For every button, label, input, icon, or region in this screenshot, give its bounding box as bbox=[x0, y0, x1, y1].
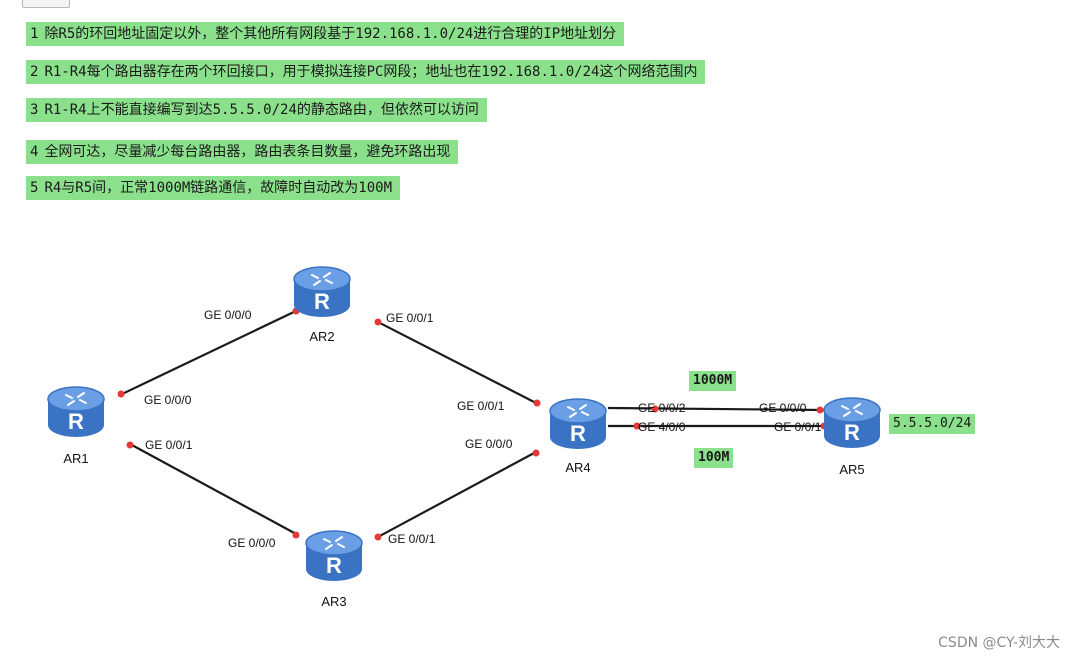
router-ar4[interactable]: AR4 bbox=[549, 398, 607, 475]
requirement-number: 1 bbox=[30, 26, 39, 42]
link-ar3-ar4 bbox=[375, 451, 537, 539]
requirement-text: R1-R4上不能直接编写到达5.5.5.0/24的静态路由，但依然可以访问 bbox=[44, 102, 479, 118]
router-icon bbox=[823, 397, 881, 449]
interface-label-ar3-g001: GE 0/0/1 bbox=[388, 532, 436, 546]
link-ar1-ar2 bbox=[119, 309, 299, 396]
port-dot bbox=[633, 422, 641, 430]
router-icon bbox=[293, 266, 351, 318]
port-dot bbox=[374, 533, 382, 541]
requirement-text: R1-R4每个路由器存在两个环回接口，用于模拟连接PC网段；地址也在192.16… bbox=[44, 64, 698, 80]
port-dot bbox=[117, 390, 125, 398]
requirement-5: 5 R4与R5间，正常1000M链路通信，故障时自动改为100M bbox=[26, 176, 401, 200]
router-ar1[interactable]: AR1 bbox=[47, 386, 105, 466]
link-ar4-ar5-1000m bbox=[607, 406, 825, 412]
router-label: AR2 bbox=[309, 329, 334, 344]
router-icon bbox=[549, 398, 607, 450]
requirement-text: 除R5的环回地址固定以外，整个其他所有网段基于192.168.1.0/24进行合… bbox=[44, 26, 617, 42]
interface-label-ar2-g000: GE 0/0/0 bbox=[204, 308, 252, 322]
interface-label-ar4-g000: GE 0/0/0 bbox=[465, 437, 513, 451]
requirement-4: 4 全网可达，尽量减少每台路由器，路由表条目数量，避免环路出现 bbox=[26, 140, 459, 164]
interface-label-ar4-g001: GE 0/0/1 bbox=[457, 399, 505, 413]
router-ar2[interactable]: AR2 bbox=[293, 266, 351, 344]
interface-label-ar1-g001: GE 0/0/1 bbox=[145, 438, 193, 452]
interface-label-ar2-g001: GE 0/0/1 bbox=[386, 311, 434, 325]
interface-label-ar4-g400: GE 4/0/0 bbox=[638, 420, 686, 434]
interface-label-ar5-g001: GE 0/0/1 bbox=[774, 420, 822, 434]
router-label: AR3 bbox=[321, 594, 346, 609]
port-dot bbox=[126, 441, 134, 449]
router-label: AR5 bbox=[839, 462, 864, 477]
interface-label-ar5-g000: GE 0/0/0 bbox=[759, 401, 807, 415]
interface-label-ar4-g002: GE 0/0/2 bbox=[638, 401, 686, 415]
port-dot bbox=[532, 449, 540, 457]
interface-label-ar1-g000: GE 0/0/0 bbox=[144, 393, 192, 407]
requirement-number: 5 bbox=[30, 180, 39, 196]
link-ar1-ar3 bbox=[129, 443, 299, 536]
ar5-network-badge: 5.5.5.0/24 bbox=[889, 414, 976, 434]
port-dot bbox=[533, 399, 541, 407]
port-dot bbox=[374, 318, 382, 326]
tab-stub bbox=[22, 0, 70, 8]
port-dot bbox=[816, 406, 824, 414]
link-lines bbox=[119, 309, 825, 539]
router-label: AR1 bbox=[63, 451, 88, 466]
interface-labels: GE 0/0/0 GE 0/0/1 GE 0/0/0 GE 0/0/1 GE 0… bbox=[144, 308, 822, 550]
router-ar3[interactable]: AR3 bbox=[305, 530, 363, 609]
requirement-number: 4 bbox=[30, 144, 39, 160]
requirement-1: 1 除R5的环回地址固定以外，整个其他所有网段基于192.168.1.0/24进行… bbox=[26, 22, 625, 46]
interface-label-ar3-g000: GE 0/0/0 bbox=[228, 536, 276, 550]
requirement-2: 2 R1-R4每个路由器存在两个环回接口，用于模拟连接PC网段；地址也在192.1… bbox=[26, 60, 706, 84]
router-label: AR4 bbox=[565, 460, 590, 475]
requirement-text: R4与R5间，正常1000M链路通信，故障时自动改为100M bbox=[44, 180, 393, 196]
link-speed-1000m-badge: 1000M bbox=[689, 371, 737, 391]
requirement-number: 3 bbox=[30, 102, 39, 118]
watermark: CSDN @CY-刘大大 bbox=[938, 635, 1060, 651]
router-ar5[interactable]: AR5 bbox=[823, 397, 881, 477]
port-dot bbox=[292, 531, 300, 539]
port-dot bbox=[651, 405, 659, 413]
port-dots bbox=[117, 307, 828, 541]
requirement-text: 全网可达，尽量减少每台路由器，路由表条目数量，避免环路出现 bbox=[44, 144, 451, 160]
router-icon bbox=[47, 386, 105, 438]
link-ar2-ar4 bbox=[375, 320, 539, 405]
requirement-3: 3 R1-R4上不能直接编写到达5.5.5.0/24的静态路由，但依然可以访问 bbox=[26, 98, 487, 122]
router-icon bbox=[305, 530, 363, 582]
link-speed-100m-badge: 100M bbox=[694, 448, 734, 468]
requirement-number: 2 bbox=[30, 64, 39, 80]
